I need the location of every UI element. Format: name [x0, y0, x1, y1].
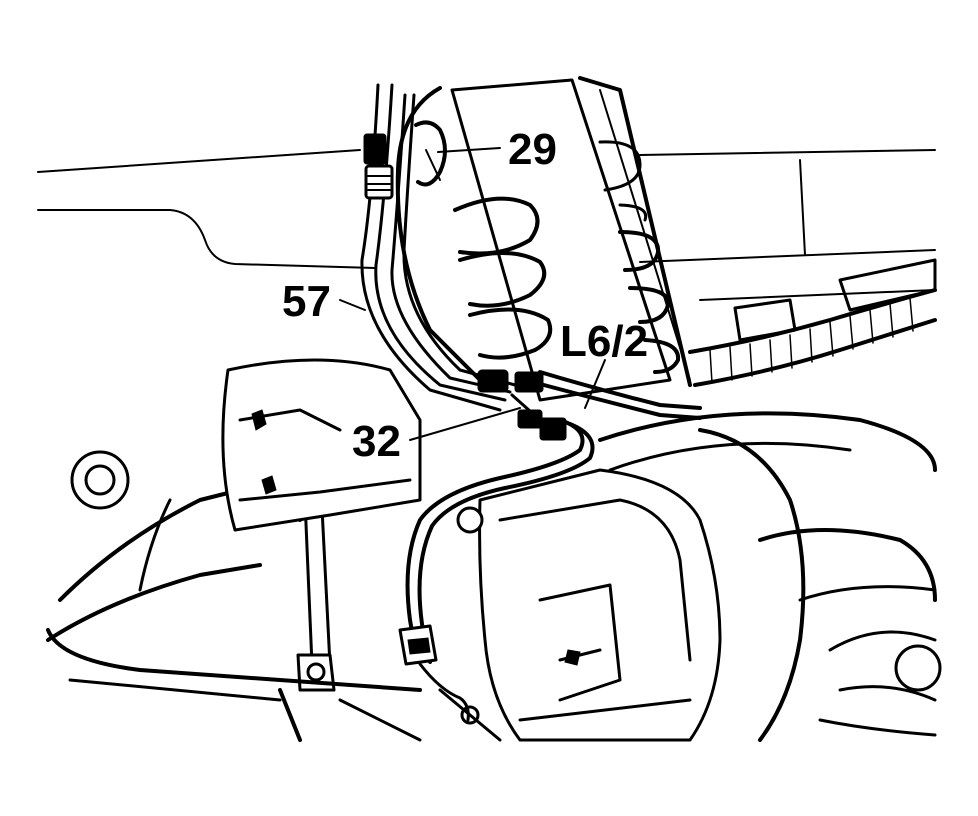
- callout-29: 29: [508, 125, 557, 174]
- speed-sensor-cable: [405, 370, 702, 664]
- leader-lines: [339, 147, 606, 441]
- wiring-harness-conduit: [688, 258, 937, 387]
- body-panel: [37, 149, 936, 301]
- brake-line-connector: [477, 369, 567, 441]
- line-clip: [363, 120, 447, 200]
- leader-29: [437, 147, 501, 153]
- callout-57: 57: [282, 277, 331, 326]
- callout-32: 32: [352, 417, 401, 466]
- leader-32: [409, 407, 521, 441]
- coil-spring: [453, 140, 681, 374]
- callout-l6-2: L6/2: [560, 317, 648, 366]
- wheel-speed-sensor: [398, 624, 502, 742]
- brake-disc: [598, 411, 942, 742]
- leader-57: [339, 299, 366, 311]
- steering-knuckle: [221, 358, 422, 532]
- leader-l6-2: [584, 359, 606, 409]
- brake-caliper: [456, 468, 722, 742]
